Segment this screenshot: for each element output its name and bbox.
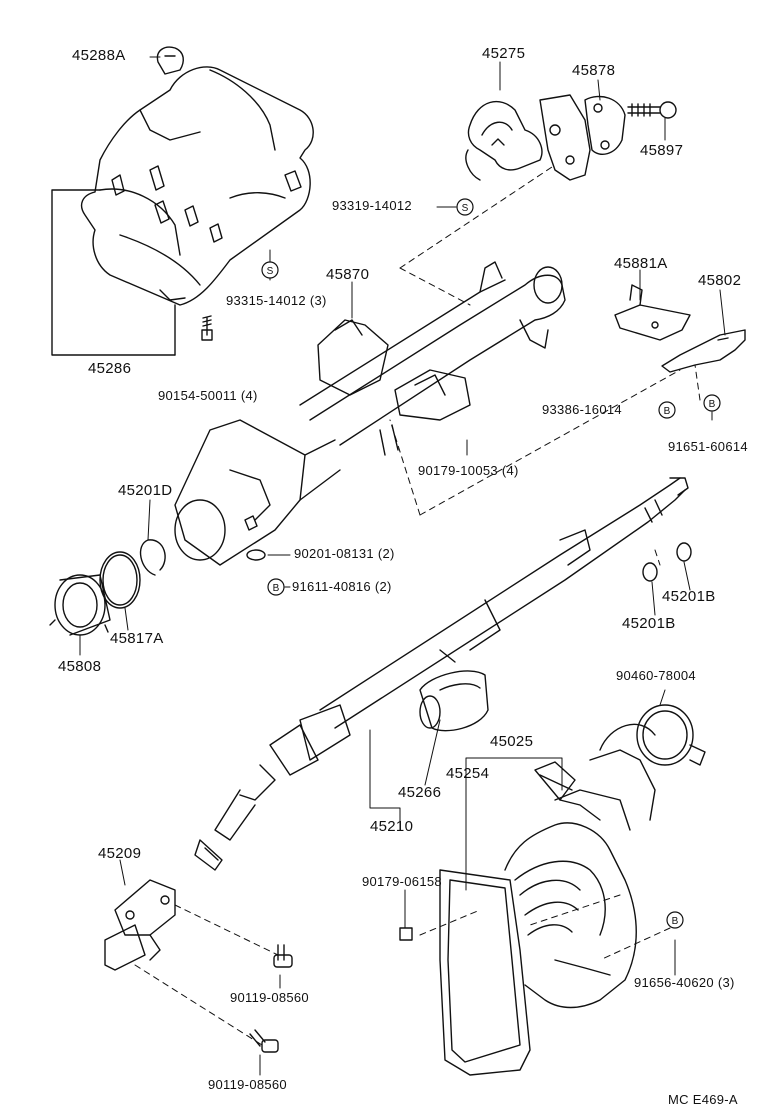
label-91651: 91651-60614 <box>668 439 748 454</box>
bracket-45881a-drawing <box>614 284 691 341</box>
label-93319: 93319-14012 <box>332 198 412 213</box>
svg-text:S: S <box>462 203 469 214</box>
label-45881a: 45881A <box>614 255 668 272</box>
label-90119a: 90119-08560 <box>230 990 309 1005</box>
label-45201d: 45201D <box>118 482 173 499</box>
s-symbol-1: S <box>456 198 474 216</box>
svg-text:B: B <box>709 399 716 410</box>
bracket-45802-drawing <box>661 329 746 373</box>
svg-text:B: B <box>273 583 280 594</box>
boot-45254-drawing <box>439 723 656 1076</box>
bolt-90119-b-drawing <box>249 1029 279 1053</box>
bearing-45808-drawing <box>49 574 111 636</box>
column-cover-drawing <box>80 66 314 306</box>
ring-45201b-b <box>642 562 658 582</box>
label-90119b: 90119-08560 <box>208 1077 287 1092</box>
label-90179a: 90179-10053 (4) <box>418 463 519 478</box>
label-45897: 45897 <box>640 142 684 159</box>
screw-90154-drawing <box>201 315 213 341</box>
b-symbol-2: B <box>703 394 721 412</box>
main-shaft-drawing <box>194 477 689 871</box>
svg-text:B: B <box>664 406 671 417</box>
svg-text:S: S <box>267 266 274 277</box>
label-45275: 45275 <box>482 45 526 62</box>
label-91611: 91611-40816 (2) <box>292 579 392 594</box>
label-45817a: 45817A <box>110 630 164 647</box>
clamp-45878-drawing <box>584 95 626 156</box>
bolt-90119-a-drawing <box>273 944 293 968</box>
label-45286: 45286 <box>88 360 132 377</box>
s-symbol-2: S <box>261 261 279 279</box>
washer-90201-drawing <box>246 549 266 561</box>
b-symbol-3: B <box>267 578 285 596</box>
label-45025: 45025 <box>490 733 534 750</box>
label-45288a: 45288A <box>72 47 126 64</box>
clip-45288a-drawing <box>156 46 184 75</box>
label-45808: 45808 <box>58 658 102 675</box>
label-91656: 91656-40620 (3) <box>634 975 735 990</box>
label-45201b-2: 45201B <box>622 615 676 632</box>
label-45209: 45209 <box>98 845 142 862</box>
ujoint-45209-drawing <box>104 879 176 971</box>
svg-text:B: B <box>672 916 679 927</box>
b-symbol-1: B <box>658 401 676 419</box>
label-93315: 93315-14012 (3) <box>226 293 327 308</box>
label-45802: 45802 <box>698 272 742 289</box>
b-symbol-4: B <box>666 911 684 929</box>
label-90179b: 90179-06158 <box>362 874 442 889</box>
label-45210: 45210 <box>370 818 414 835</box>
nut-90179-drawing <box>399 927 413 941</box>
label-90201: 90201-08131 (2) <box>294 546 395 561</box>
bracket-45286 <box>51 189 176 356</box>
clamp-90460-drawing <box>636 704 706 766</box>
label-45254: 45254 <box>446 765 490 782</box>
snap-ring-45201d-drawing <box>139 539 166 576</box>
label-45878: 45878 <box>572 62 616 79</box>
oring-45817a-drawing <box>99 551 141 609</box>
column-housing-drawing <box>174 419 341 566</box>
label-90154: 90154-50011 (4) <box>158 388 258 403</box>
label-45266: 45266 <box>398 784 442 801</box>
column-tube-drawing <box>299 261 566 456</box>
label-90460: 90460-78004 <box>616 668 696 683</box>
bracket-45275-drawing <box>465 94 591 181</box>
label-93386: 93386-16014 <box>542 402 622 417</box>
label-45870: 45870 <box>326 266 370 283</box>
bolt-45897-drawing <box>627 101 677 119</box>
ring-45201b-a <box>676 542 692 562</box>
diagram-code: MC E469-A <box>668 1092 738 1107</box>
bushing-45266-drawing <box>419 670 489 732</box>
label-45201b-1: 45201B <box>662 588 716 605</box>
